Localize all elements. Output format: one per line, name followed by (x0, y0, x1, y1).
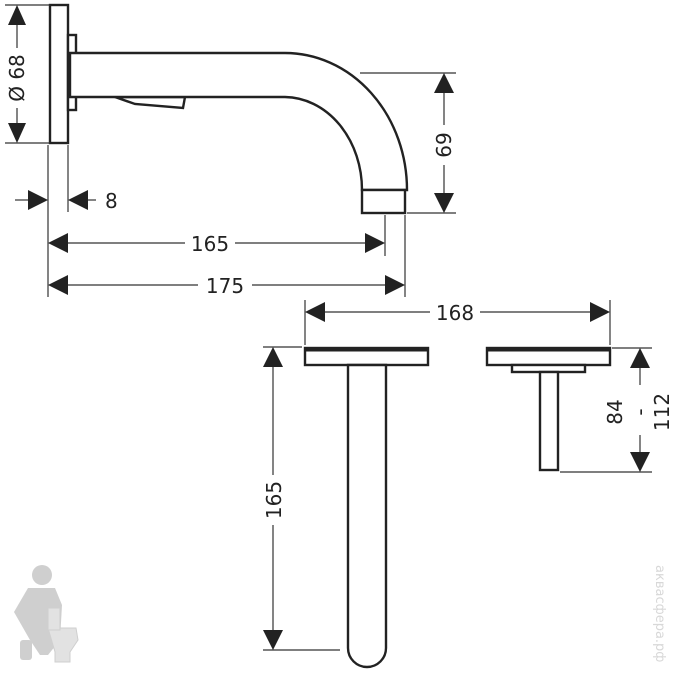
total-reach-label: 175 (206, 274, 244, 298)
flange-diameter-label: Ø 68 (5, 54, 29, 102)
dimension-spout-length: 165 (261, 346, 340, 651)
spout-lever (114, 95, 187, 110)
handle-plate-view (485, 346, 612, 472)
spout-drop-label: 69 (432, 132, 456, 157)
wall-gap-label: 8 (105, 189, 118, 213)
spout-body (68, 51, 409, 192)
dimension-spout-reach: 165 (48, 215, 386, 256)
plumber-logo (14, 565, 79, 663)
dimension-handle-depth: 84 - 112 (560, 347, 674, 473)
plate-spacing-label: 168 (436, 301, 474, 325)
dimension-spout-drop: 69 (360, 72, 456, 214)
depth-separator: - (628, 408, 652, 415)
spout-pipe (346, 363, 388, 669)
dimension-wall-gap: 8 (15, 145, 118, 297)
wall-flange (48, 3, 70, 145)
spout-length-label: 165 (262, 481, 286, 519)
depth-max-label: 112 (650, 393, 674, 431)
dimension-total-reach: 175 (48, 215, 406, 298)
spout-outlet (360, 188, 407, 215)
watermark: аквасфера.рф (652, 565, 667, 662)
depth-min-label: 84 (603, 399, 627, 424)
dimension-plate-spacing: 168 (304, 299, 611, 345)
spout-reach-label: 165 (191, 232, 229, 256)
spout-plate-view (303, 346, 430, 669)
handle-stem (538, 370, 560, 472)
spout-side-view (48, 3, 409, 215)
dimension-flange-diameter: Ø 68 (5, 4, 50, 144)
